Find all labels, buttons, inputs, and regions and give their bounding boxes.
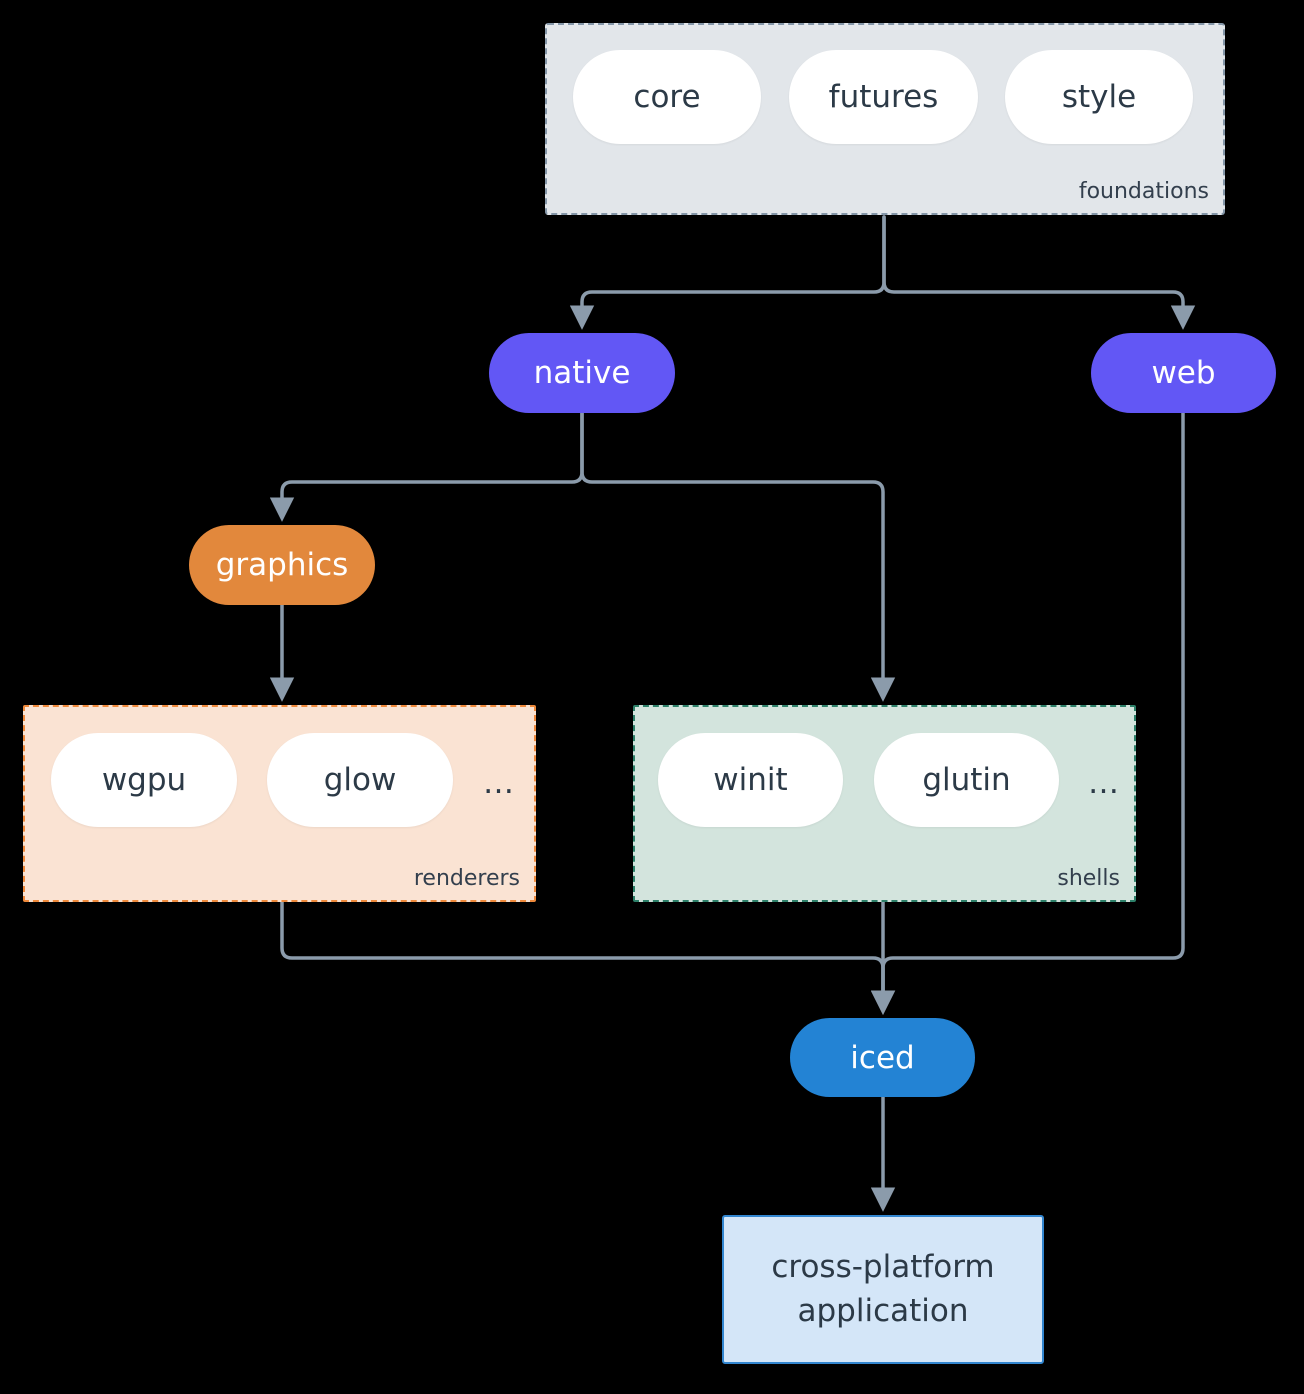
- node-glutin[interactable]: glutin: [874, 733, 1059, 827]
- node-web-label: web: [1151, 355, 1216, 391]
- node-glow-label: glow: [323, 762, 397, 798]
- cluster-shells-label: shells: [1057, 865, 1120, 891]
- node-graphics-label: graphics: [215, 547, 349, 583]
- edge-native-shells: [580, 411, 896, 702]
- renderers-more-ellipsis: …: [483, 765, 515, 801]
- node-futures[interactable]: futures: [789, 50, 978, 144]
- node-wgpu-label: wgpu: [101, 762, 187, 798]
- node-core-label: core: [633, 79, 701, 115]
- node-graphics[interactable]: graphics: [189, 525, 375, 605]
- node-native[interactable]: native: [489, 333, 675, 413]
- cluster-renderers-label: renderers: [413, 865, 520, 891]
- node-wgpu[interactable]: wgpu: [51, 733, 237, 827]
- cluster-foundations-label: foundations: [1078, 178, 1209, 204]
- node-web[interactable]: web: [1091, 333, 1276, 413]
- edge-foundations-native: [569, 215, 886, 330]
- shells-more-ellipsis: …: [1088, 765, 1120, 801]
- node-style-label: style: [1061, 79, 1137, 115]
- edge-renderers-iced: [280, 900, 896, 1015]
- node-winit[interactable]: winit: [658, 733, 843, 827]
- node-futures-label: futures: [828, 79, 939, 115]
- node-iced-label: iced: [850, 1039, 915, 1076]
- node-native-label: native: [533, 355, 631, 391]
- node-cross-platform-application[interactable]: cross-platform application: [722, 1215, 1044, 1364]
- node-core[interactable]: core: [573, 50, 761, 144]
- node-winit-label: winit: [713, 762, 788, 798]
- node-glutin-label: glutin: [922, 762, 1011, 798]
- node-iced[interactable]: iced: [790, 1018, 975, 1097]
- edge-foundations-web: [882, 215, 1196, 330]
- node-application-label-line2: application: [797, 1292, 969, 1329]
- node-application-label-line1: cross-platform: [771, 1249, 995, 1286]
- edge-native-graphics: [269, 411, 584, 522]
- node-style[interactable]: style: [1005, 50, 1193, 144]
- node-glow[interactable]: glow: [267, 733, 453, 827]
